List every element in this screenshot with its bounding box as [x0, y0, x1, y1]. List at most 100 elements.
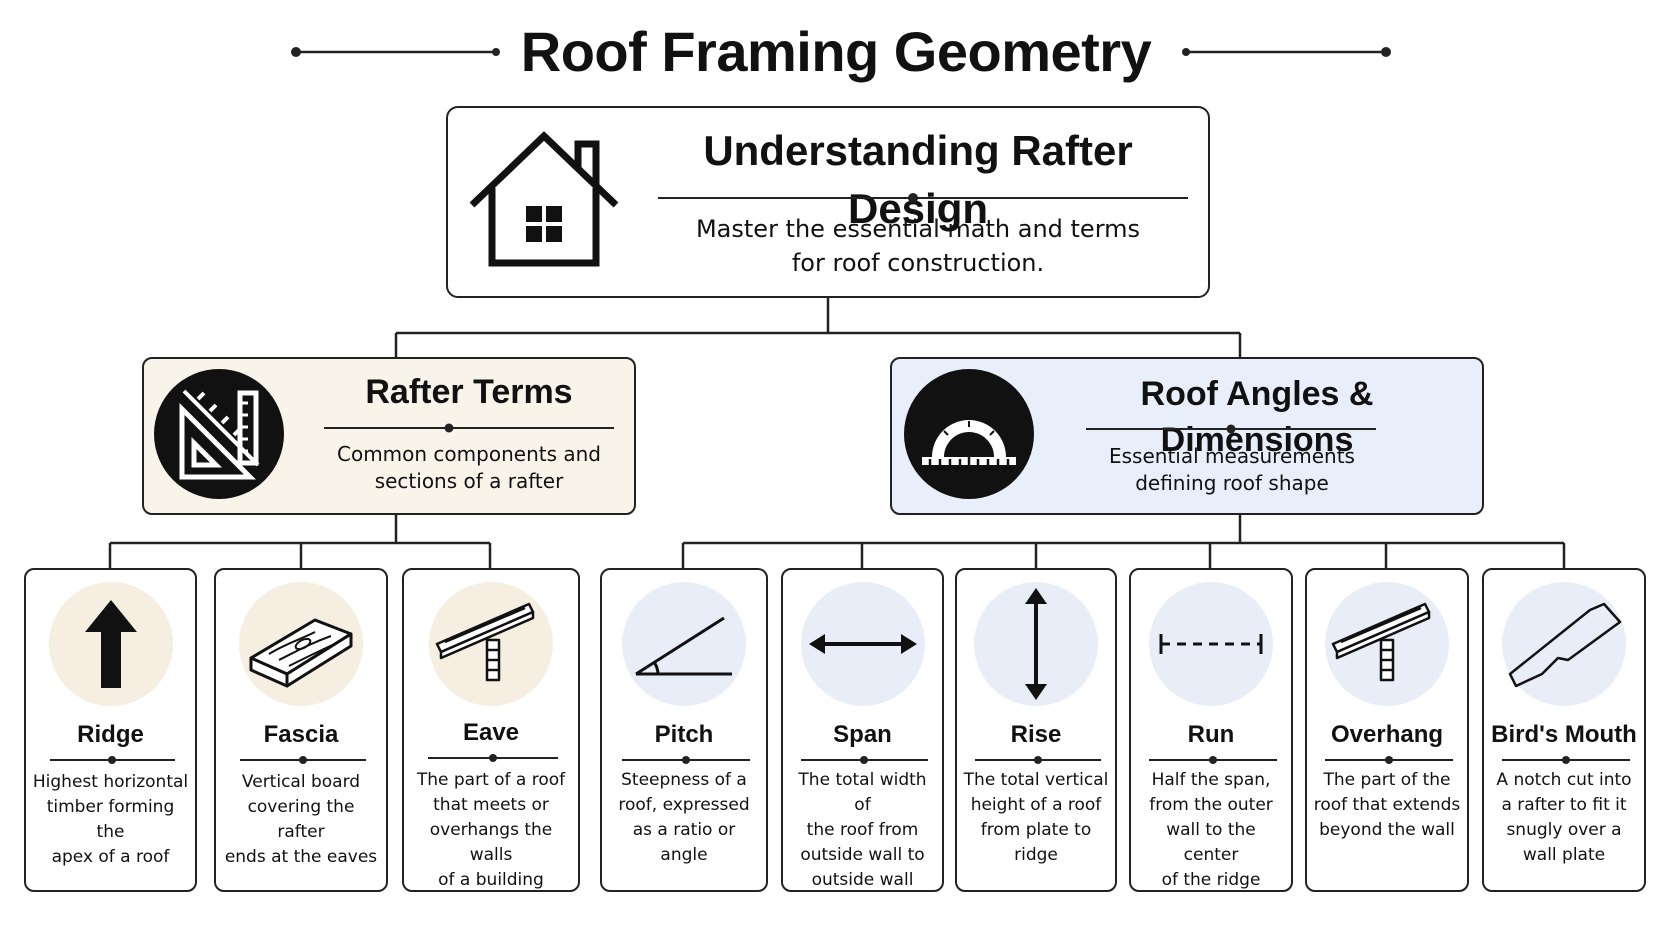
leaf-icon-circle [429, 582, 553, 706]
leaf-divider [622, 756, 750, 764]
leaf-description-line: of the ridge [1161, 870, 1261, 890]
leaf-description-line: beyond the wall [1319, 820, 1455, 840]
vertical-arrow-icon [1025, 588, 1047, 700]
leaf-description-line: that meets or [433, 795, 549, 815]
overhang-icon [1331, 602, 1431, 682]
leaf-icon-circle [1325, 582, 1449, 706]
leaf-description-line: a rafter to fit it [1501, 795, 1627, 815]
leaf-fascia: Fascia Vertical board covering the rafte… [214, 568, 388, 892]
leaf-icon-circle [1502, 582, 1626, 706]
leaf-divider [1502, 756, 1630, 764]
leaf-title: Run [1187, 721, 1235, 748]
dashed-dimension-icon [1159, 634, 1263, 654]
category-divider [1086, 424, 1376, 434]
leaf-description: Steepness of a roof, expressed as a rati… [608, 768, 760, 868]
leaf-description-line: from plate to [980, 820, 1092, 840]
leaf-description: Half the span, from the outer wall to th… [1137, 768, 1285, 893]
root-divider [658, 193, 1188, 203]
birds-mouth-notch-icon [1508, 602, 1622, 688]
leaf-description-line: ridge [1014, 845, 1058, 865]
leaf-title: Eave [462, 719, 520, 746]
leaf-icon-circle [800, 582, 925, 706]
leaf-divider [1149, 756, 1277, 764]
category-subtitle-line2: defining roof shape [1135, 471, 1329, 495]
leaf-title: Pitch [654, 721, 714, 748]
leaf-pitch: Pitch Steepness of a roof, expressed as … [600, 568, 768, 892]
leaf-description-line: The part of a roof [416, 770, 566, 790]
leaf-description-line: The total vertical [963, 770, 1109, 790]
leaf-description: A notch cut into a rafter to fit it snug… [1490, 768, 1638, 868]
leaf-description-line: covering the rafter [247, 797, 355, 842]
leaf-description: The part of a roof that meets or overhan… [410, 768, 572, 893]
leaf-icon-circle [622, 582, 746, 706]
leaf-rise: Rise The total vertical height of a roof… [955, 568, 1117, 892]
leaf-divider [801, 756, 928, 764]
square-ruler-icon [154, 369, 284, 499]
leaf-description-line: The part of the [1323, 770, 1451, 790]
category-title: Rafter Terms [365, 373, 573, 411]
page-title: Roof Framing Geometry [520, 20, 1152, 83]
leaf-description-line: overhangs the walls [429, 820, 553, 865]
leaf-description-line: timber forming the [46, 797, 175, 842]
leaf-divider [240, 756, 366, 764]
category-divider [324, 423, 614, 433]
leaf-eave: Eave The part of a roof that meets or ov… [402, 568, 580, 892]
leaf-description-line: ends at the eaves [224, 847, 378, 867]
leaf-divider [975, 756, 1101, 764]
leaf-title: Bird's Mouth [1491, 721, 1637, 748]
protractor-icon [904, 369, 1034, 499]
category-roof-angles-dimensions: Roof Angles & Dimensions Essential measu… [890, 357, 1484, 515]
leaf-description-line: The total width of [798, 770, 927, 815]
leaf-description-line: apex of a roof [51, 847, 170, 867]
leaf-divider [1325, 756, 1453, 764]
leaf-description-line: Highest horizontal [32, 772, 189, 792]
eave-icon [435, 602, 535, 682]
leaf-description: The total vertical height of a roof from… [963, 768, 1109, 868]
leaf-description: The part of the roof that extends beyond… [1313, 768, 1461, 843]
category-subtitle-line2: sections of a rafter [374, 469, 564, 493]
leaf-description-line: Half the span, [1151, 770, 1271, 790]
category-rafter-terms: Rafter Terms Common components and secti… [142, 357, 636, 515]
category-subtitle: Essential measurements defining roof sha… [1082, 443, 1382, 497]
root-subtitle-line2: for roof construction. [791, 249, 1045, 277]
leaf-description-line: Steepness of a [621, 770, 747, 790]
leaf-icon-circle [1149, 582, 1273, 706]
category-subtitle: Common components and sections of a raft… [314, 441, 624, 495]
leaf-description-line: height of a roof [970, 795, 1102, 815]
house-icon [469, 131, 619, 267]
leaf-icon-circle [974, 582, 1098, 706]
leaf-description-line: outside wall to [800, 845, 925, 865]
leaf-title: Ridge [77, 721, 144, 748]
category-subtitle-line1: Essential measurements [1109, 444, 1355, 468]
root-subtitle: Master the essential math and terms for … [648, 212, 1188, 280]
leaf-description-line: wall plate [1522, 845, 1606, 865]
angle-icon [635, 616, 732, 676]
horizontal-arrow-icon [808, 634, 917, 654]
leaf-description: The total width of the roof from outside… [789, 768, 936, 893]
leaf-description: Highest horizontal timber forming the ap… [32, 770, 189, 870]
leaf-birds-mouth: Bird's Mouth A notch cut into a rafter t… [1482, 568, 1646, 892]
leaf-description-line: roof, expressed [618, 795, 750, 815]
leaf-description-line: outside wall [811, 870, 914, 890]
leaf-ridge: Ridge Highest horizontal timber forming … [24, 568, 197, 892]
leaf-description-line: A notch cut into [1496, 770, 1632, 790]
leaf-title: Rise [1010, 721, 1062, 748]
leaf-description-line: roof that extends [1313, 795, 1461, 815]
leaf-description-line: snugly over a [1506, 820, 1622, 840]
leaf-description-line: from the outer [1149, 795, 1273, 815]
root-node: Understanding Rafter Design Master the e… [446, 106, 1210, 298]
category-title: Roof Angles & Dimensions [1140, 375, 1374, 459]
category-subtitle-line1: Common components and [337, 442, 601, 466]
leaf-description-line: the roof from [806, 820, 919, 840]
arrow-up-icon [84, 600, 137, 688]
root-subtitle-line1: Master the essential math and terms [695, 215, 1141, 243]
root-title: Understanding Rafter Design [703, 127, 1133, 232]
leaf-description-line: of a building [438, 870, 544, 890]
wood-board-icon [249, 618, 353, 688]
leaf-description: Vertical board covering the rafter ends … [222, 770, 380, 870]
leaf-overhang: Overhang The part of the roof that exten… [1305, 568, 1469, 892]
leaf-title: Span [833, 721, 892, 748]
leaf-description-line: Vertical board [241, 772, 361, 792]
leaf-icon-circle [48, 582, 173, 706]
